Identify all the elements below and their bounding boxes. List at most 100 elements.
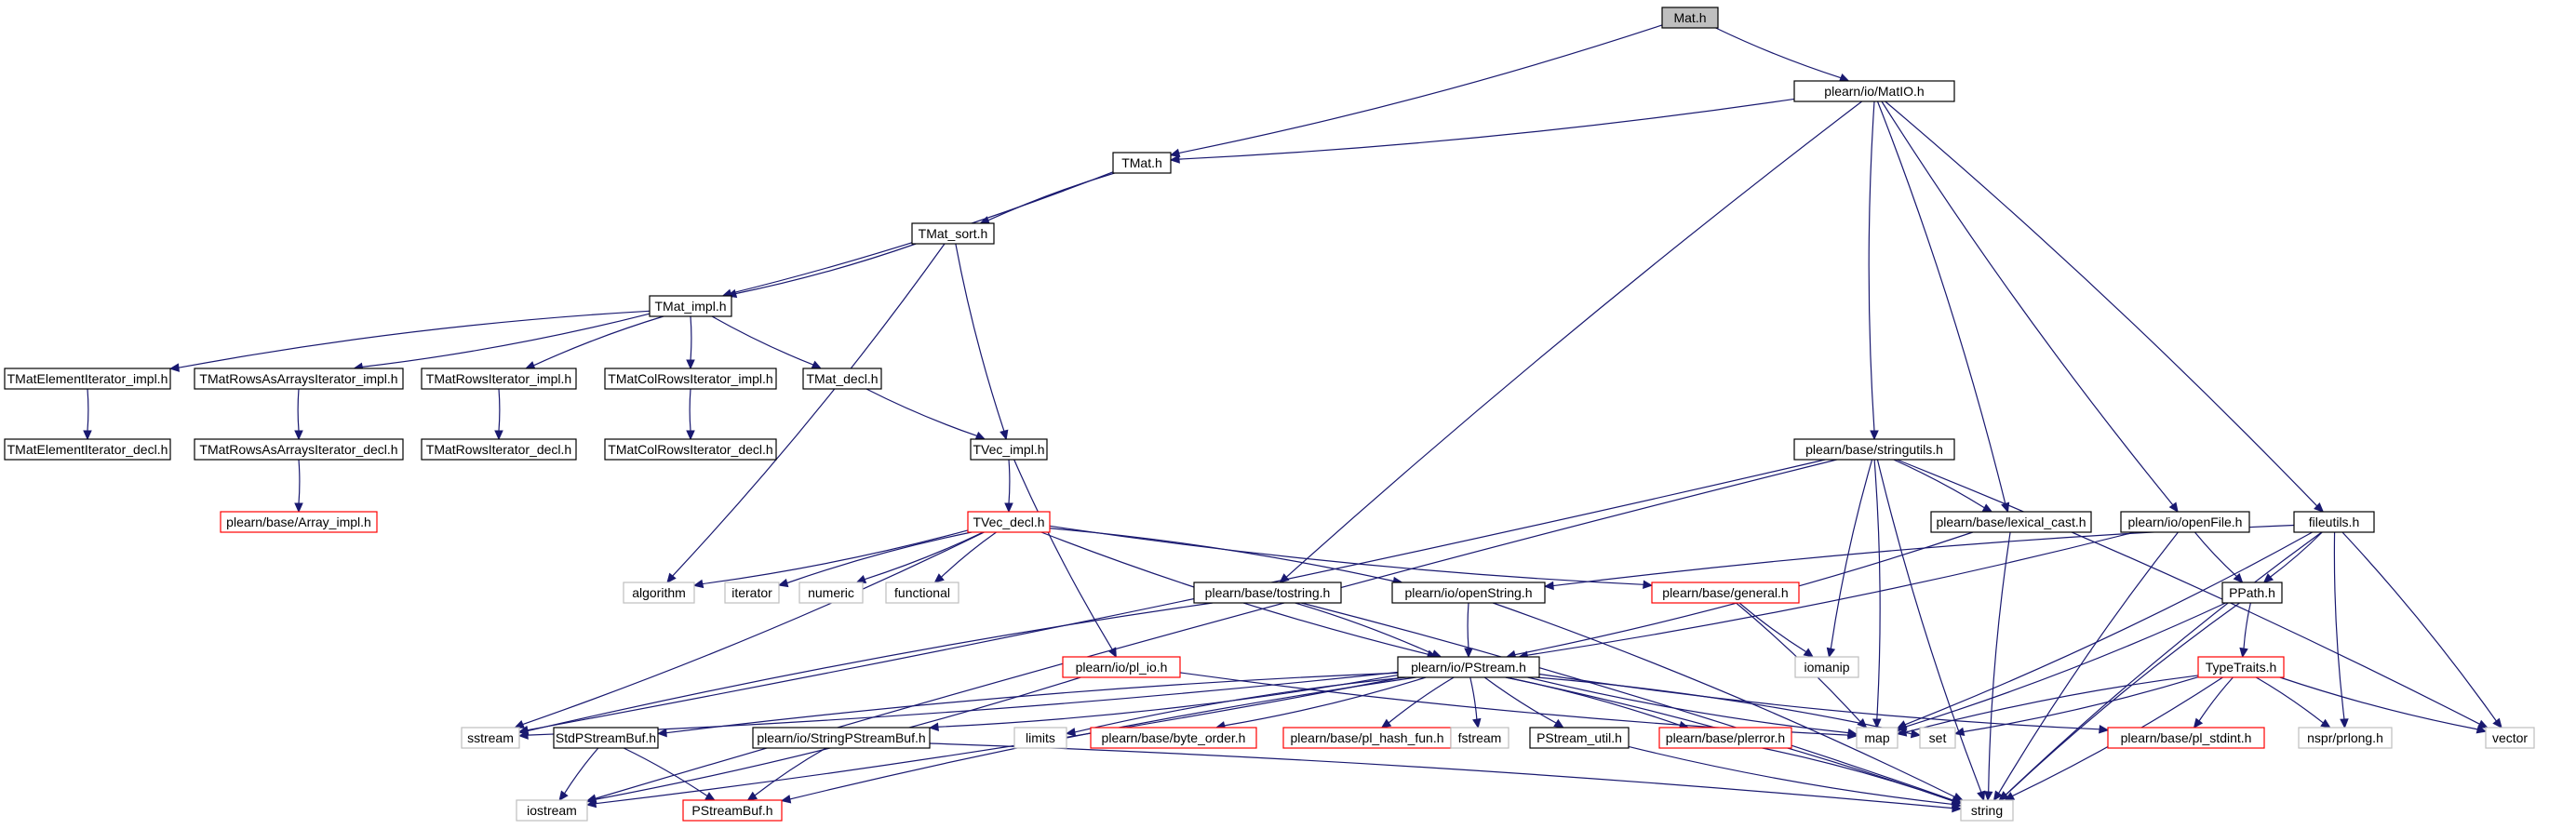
edge-line: [1527, 676, 1849, 734]
node-label: TypeTraits.h: [2206, 660, 2277, 675]
node-tmcrii[interactable]: TMatColRowsIterator_impl.h: [604, 368, 777, 390]
arrowhead-icon: [974, 431, 986, 440]
node-label: plearn/io/openString.h: [1405, 585, 1533, 600]
node-string[interactable]: string: [1960, 799, 2014, 822]
node-fileutils[interactable]: fileutils.h: [2293, 511, 2375, 533]
node-tmat_decl[interactable]: TMat_decl.h: [802, 368, 882, 390]
node-label: TMatColRowsIterator_impl.h: [608, 371, 772, 386]
node-algorithm[interactable]: algorithm: [623, 582, 695, 604]
arrowhead-icon: [1472, 717, 1482, 729]
node-tvec_decl[interactable]: TVec_decl.h: [967, 511, 1051, 533]
node-sstream[interactable]: sstream: [461, 727, 520, 749]
node-fstream[interactable]: fstream: [1450, 727, 1509, 749]
node-box: [623, 582, 695, 604]
edge-line: [1483, 676, 1557, 724]
arrowhead-icon: [1000, 429, 1009, 441]
node-tostring[interactable]: plearn/base/tostring.h: [1193, 582, 1342, 604]
edge-line: [1905, 602, 2226, 728]
node-vector[interactable]: vector: [2485, 727, 2535, 749]
node-stdpsb[interactable]: StdPStreamBuf.h: [553, 727, 659, 749]
edge-stringutils-to-lexical_cast: [1893, 459, 1993, 513]
edge-line: [533, 315, 664, 367]
node-tvec_impl[interactable]: TVec_impl.h: [970, 438, 1048, 461]
node-pstream_util[interactable]: PStream_util.h: [1529, 727, 1630, 749]
node-pstream[interactable]: plearn/io/PStream.h: [1397, 656, 1540, 678]
node-label: plearn/io/pl_io.h: [1076, 660, 1168, 675]
node-ppath[interactable]: PPath.h: [2221, 582, 2283, 604]
node-lexical_cast[interactable]: plearn/base/lexical_cast.h: [1930, 511, 2092, 533]
node-label: TMatElementIterator_impl.h: [7, 371, 168, 386]
arrowhead-icon: [2233, 572, 2244, 583]
node-stringutils[interactable]: plearn/base/stringutils.h: [1793, 438, 1955, 461]
node-plerror[interactable]: plearn/base/plerror.h: [1658, 727, 1792, 749]
node-tmat[interactable]: TMat.h: [1112, 152, 1172, 174]
edge-pstream-to-byte_order: [1214, 676, 1427, 730]
node-openstring[interactable]: plearn/io/openString.h: [1391, 582, 1546, 604]
node-tmrii[interactable]: TMatRowsIterator_impl.h: [421, 368, 577, 390]
node-numeric[interactable]: numeric: [798, 582, 864, 604]
node-tmeid[interactable]: TMatElementIterator_decl.h: [4, 438, 171, 461]
node-box: [461, 727, 520, 749]
edge-line: [937, 674, 1399, 728]
arrowhead-icon: [746, 791, 758, 801]
node-box: [2298, 727, 2393, 749]
node-tmat_impl[interactable]: TMat_impl.h: [649, 295, 732, 317]
node-label: iterator: [731, 585, 772, 600]
node-general[interactable]: plearn/base/general.h: [1651, 582, 1800, 604]
arrowhead-icon: [1977, 790, 1986, 802]
node-label: plearn/base/pl_hash_fun.h: [1290, 730, 1443, 745]
node-set[interactable]: set: [1919, 727, 1956, 749]
node-mat[interactable]: Mat.h: [1661, 7, 1719, 29]
node-iomanip[interactable]: iomanip: [1794, 656, 1859, 678]
arrowhead-icon: [1872, 718, 1882, 729]
edge-strpsb-to-psb: [746, 747, 826, 801]
node-tmraad[interactable]: TMatRowsAsArraysIterator_decl.h: [194, 438, 404, 461]
node-label: StdPStreamBuf.h: [556, 730, 656, 745]
node-tmraai[interactable]: TMatRowsAsArraysIterator_impl.h: [194, 368, 404, 390]
node-tmeii[interactable]: TMatElementIterator_impl.h: [4, 368, 171, 390]
node-tmat_sort[interactable]: TMat_sort.h: [911, 222, 995, 245]
edge-pstream_util-to-string: [1628, 745, 1963, 809]
edge-line: [1762, 747, 1953, 802]
node-psb[interactable]: PStreamBuf.h: [682, 799, 783, 822]
node-limits[interactable]: limits: [1013, 727, 1067, 749]
node-functional[interactable]: functional: [885, 582, 959, 604]
node-byte_order[interactable]: plearn/base/byte_order.h: [1090, 727, 1257, 749]
node-iostream[interactable]: iostream: [516, 799, 588, 822]
edge-general-to-iomanip: [1738, 602, 1815, 658]
arrowhead-icon: [83, 430, 92, 441]
node-tmrid[interactable]: TMatRowsIterator_decl.h: [421, 438, 577, 461]
node-pl_stdint[interactable]: plearn/base/pl_stdint.h: [2107, 727, 2265, 749]
arrowhead-icon: [1803, 648, 1815, 658]
node-typetraits[interactable]: TypeTraits.h: [2197, 656, 2285, 678]
edge-line: [2333, 531, 2345, 720]
edge-line: [754, 747, 826, 796]
edge-openfile-to-string: [1992, 531, 2179, 802]
node-map[interactable]: map: [1856, 727, 1898, 749]
node-label: limits: [1026, 730, 1055, 745]
node-box: [649, 295, 732, 317]
node-array_impl[interactable]: plearn/base/Array_impl.h: [220, 511, 378, 533]
edge-line: [1552, 524, 2295, 587]
node-prlong[interactable]: nspr/prlong.h: [2298, 727, 2393, 749]
node-matio[interactable]: plearn/io/MatIO.h: [1793, 80, 1955, 102]
arrowhead-icon: [686, 430, 695, 441]
edge-line: [941, 531, 997, 578]
edge-line: [1988, 531, 2011, 793]
edge-line: [1873, 459, 1881, 720]
node-box: [4, 438, 171, 461]
arrowhead-icon: [1846, 728, 1858, 738]
node-openfile[interactable]: plearn/io/openFile.h: [2120, 511, 2250, 533]
arrowhead-icon: [2099, 725, 2110, 734]
edge-stdpsb-to-iostream: [558, 747, 599, 801]
edge-line: [1536, 676, 1912, 735]
node-pl_io[interactable]: plearn/io/pl_io.h: [1062, 656, 1181, 678]
node-strpsb[interactable]: plearn/io/StringPStreamBuf.h: [752, 727, 931, 749]
node-tmcrid[interactable]: TMatColRowsIterator_decl.h: [604, 438, 777, 461]
node-hash_fun[interactable]: plearn/base/pl_hash_fun.h: [1282, 727, 1452, 749]
edge-tvec_decl-to-general: [1049, 525, 1654, 590]
node-label: plearn/base/tostring.h: [1205, 585, 1331, 600]
edge-line: [1628, 745, 1953, 806]
node-iterator[interactable]: iterator: [724, 582, 780, 604]
